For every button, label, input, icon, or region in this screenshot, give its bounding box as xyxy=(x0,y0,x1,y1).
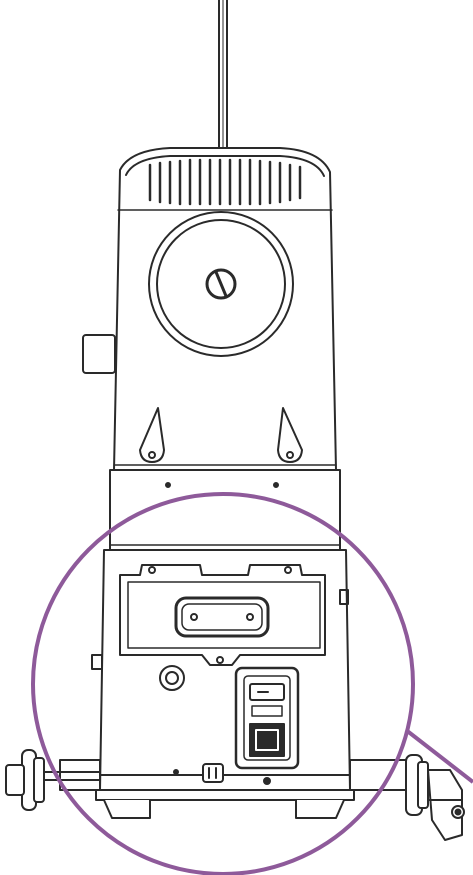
latch-left xyxy=(139,407,165,463)
round-port xyxy=(159,665,185,691)
callout-leader-line xyxy=(404,728,473,784)
side-knob xyxy=(82,334,116,374)
right-foot-assembly xyxy=(349,754,465,841)
small-toggle xyxy=(173,763,224,783)
highlight-callout xyxy=(31,492,473,875)
power-socket xyxy=(234,666,300,785)
socket-inlet xyxy=(249,723,285,757)
latch-right xyxy=(277,407,303,463)
handwheel xyxy=(148,211,294,357)
top-cord xyxy=(218,0,228,151)
vent-grille xyxy=(148,158,302,206)
power-switch xyxy=(249,683,285,701)
callout-circle xyxy=(31,492,415,875)
fuse-holder xyxy=(251,705,283,717)
access-panel xyxy=(119,564,326,666)
left-foot-assembly xyxy=(5,749,101,811)
feet xyxy=(103,799,345,819)
